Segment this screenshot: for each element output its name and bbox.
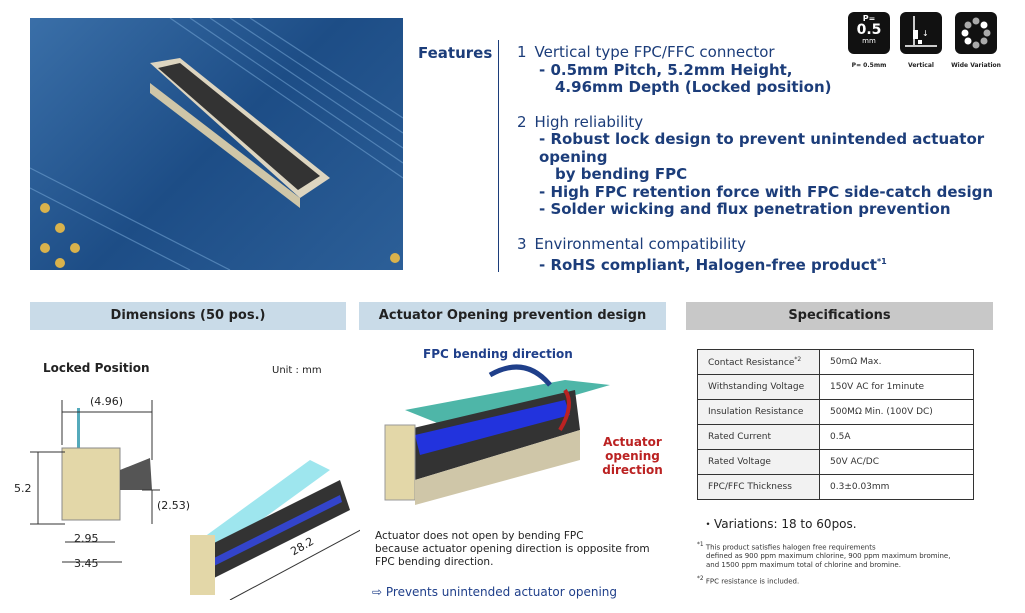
actuator-dir-line1: Actuator opening [603,435,662,463]
footnote-text: This product satisfies halogen free requ… [705,543,876,552]
pitch-icon-top: P= [862,14,876,23]
dim-depth: (4.96) [90,395,124,408]
feature-item: - Solder wicking and flux penetration pr… [539,200,951,218]
feature-title: Environmental compatibility [534,234,747,253]
feature-group: 1 Vertical type FPC/FFC connector - 0.5mm… [517,43,1025,97]
spec-name: Rated Voltage [697,449,820,475]
wide-variation-icon [955,12,997,54]
footnotes: *1 This product satisfies halogen free r… [697,541,950,587]
section-specs-header: Specifications [686,302,993,330]
feature-title: High reliability [534,112,644,131]
feature-item: - Robust lock design to prevent unintend… [539,130,985,166]
pitch-icon-value: 0.5 [856,22,882,38]
feature-title: Vertical type FPC/FFC connector [534,43,775,61]
feature-item: - High FPC retention force with FPC side… [539,182,993,201]
unit-label: Unit : mm [272,365,322,376]
wide-variation-caption: Wide Variation [951,62,1001,69]
spec-value: 50mΩ Max. [819,349,974,375]
spec-name: Withstanding Voltage [697,374,820,400]
dim-height: 5.2 [14,482,32,495]
product-photo [30,18,403,270]
actuator-drawing [384,364,610,505]
footnote-text: FPC resistance is included. [705,577,800,586]
vertical-caption: Vertical [908,62,934,69]
desc-line: Actuator does not open by bending FPC [375,530,584,542]
locked-position-label: Locked Position [43,361,150,375]
spec-name: Contact Resistance*2 [697,349,820,375]
pitch-caption: P= 0.5mm [851,62,887,69]
footnote-mark: *2 [794,356,802,363]
spec-value: 0.3±0.03mm [819,474,974,500]
svg-text:↓: ↓ [922,29,929,38]
variations-text: ・Variations: 18 to 60pos. [702,517,857,531]
pitch-icon-unit: mm [862,37,876,45]
spec-value: 0.5A [819,424,974,450]
dimension-drawing [30,400,360,600]
spec-name: FPC/FFC Thickness [697,474,820,500]
dim-2-95: 2.95 [74,532,99,545]
features-label: Features [418,44,493,62]
footnote-mark: *2 [697,576,704,583]
connector-photo-illustration [30,18,403,270]
feature-number: 2 [517,112,527,131]
spec-name: Rated Current [697,424,820,450]
feature-group: 3 Environmental compatibility - RoHS comp… [517,234,1025,275]
footnote-mark: *1 [697,542,704,548]
feature-group: 2 High reliability - Robust lock design t… [517,112,1025,219]
vertical-icon: ↓ [900,12,942,54]
feature-item: by bending FPC [555,165,688,183]
desc-line: because actuator opening direction is op… [375,543,650,555]
spec-name-text: Contact Resistance [708,358,795,368]
feature-number: 3 [517,234,527,253]
spec-name: Insulation Resistance [697,399,820,425]
spec-value: 50V AC/DC [819,449,974,475]
pitch-icon: P= 0.5 mm [848,12,890,54]
feature-number: 1 [517,43,527,61]
spec-value: 150V AC for 1minute [819,374,974,400]
features-list: 1 Vertical type FPC/FFC connector - 0.5mm… [517,43,1025,292]
feature-item: 4.96mm Depth (Locked position) [555,78,832,96]
fpc-bending-direction-label: FPC bending direction [423,347,573,361]
spec-value: 500MΩ Min. (100V DC) [819,399,974,425]
section-actuator-header: Actuator Opening prevention design [359,302,666,330]
desc-line: FPC bending direction. [375,556,494,568]
actuator-dir-line2: direction [602,463,663,477]
footnote-text: and 1500 ppm maximum total of chlorine a… [706,561,901,570]
dim-2-53: (2.53) [157,499,191,512]
prevents-opening-note: ⇨ Prevents unintended actuator opening [372,585,617,599]
feature-item: - 0.5mm Pitch, 5.2mm Height, [539,60,793,79]
section-dimensions-header: Dimensions (50 pos.) [30,302,346,330]
feature-item-text: - RoHS compliant, Halogen-free product [539,256,877,274]
feature-item: - RoHS compliant, Halogen-free product*1 [517,253,1025,275]
dim-3-45: 3.45 [74,557,99,570]
footnote-mark: *1 [876,257,887,266]
footnote-text: defined as 900 ppm maximum chlorine, 900… [706,552,951,561]
actuator-description: Actuator does not open by bending FPC be… [375,530,650,569]
divider [498,40,499,272]
